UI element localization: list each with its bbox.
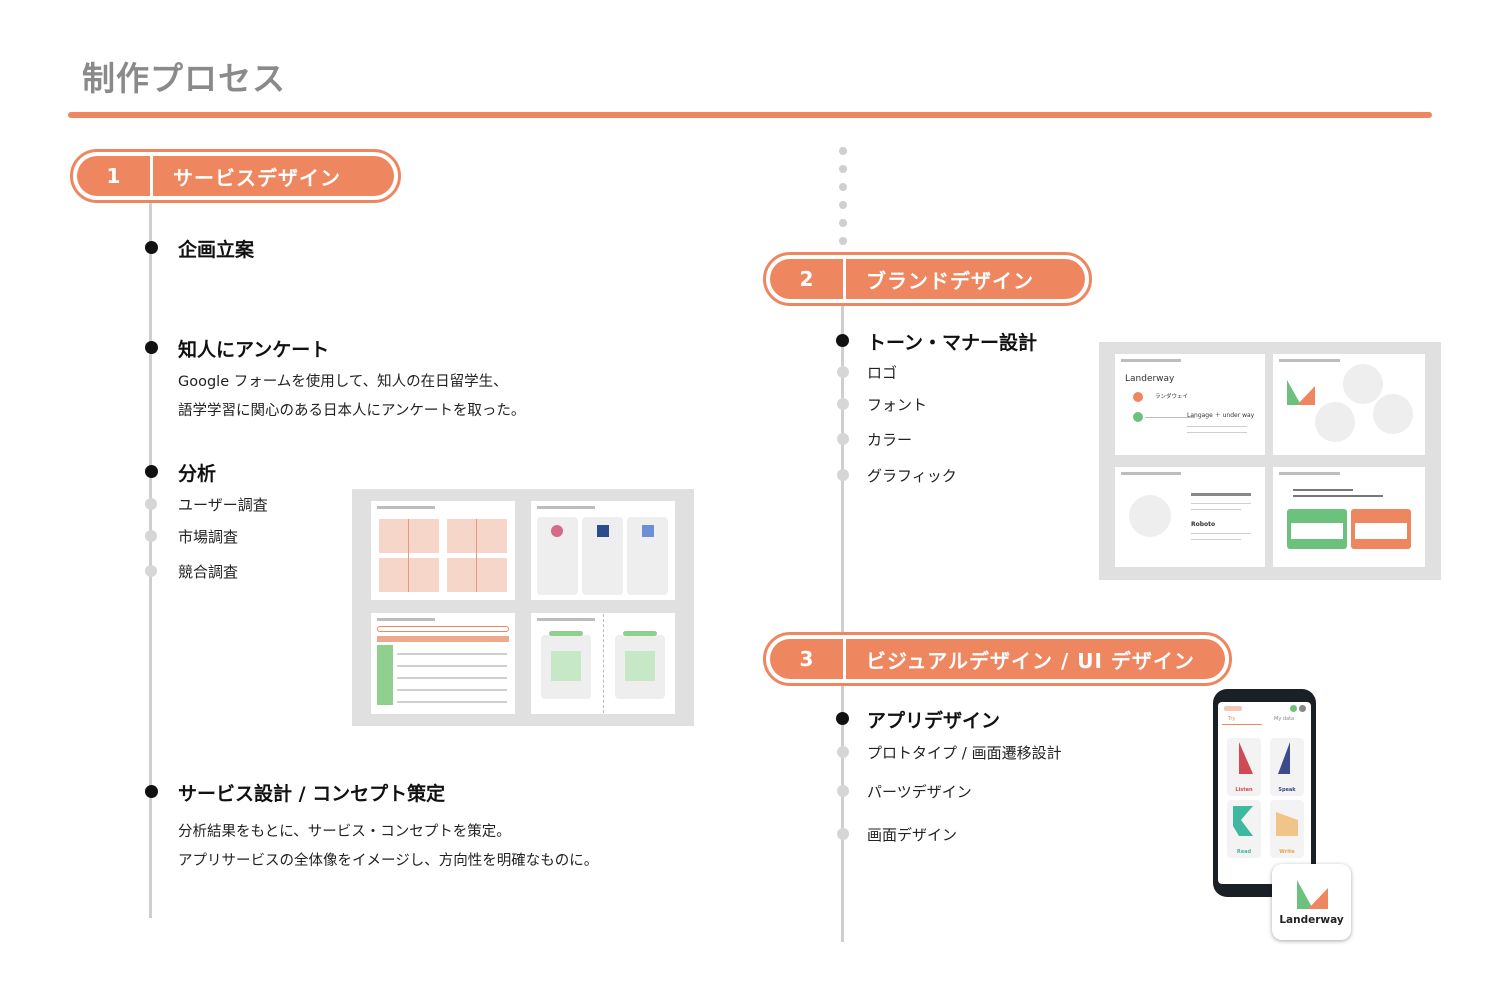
brand-slides-thumbnail: Landerway ランダウェイ Langage ＋ under way Rob… — [1099, 342, 1441, 580]
read-icon — [1233, 806, 1253, 836]
title-divider — [68, 112, 1432, 118]
section-label: ビジュアルデザイン / UI デザイン — [866, 648, 1195, 673]
listen-icon — [1239, 742, 1253, 774]
substep-label: ロゴ — [867, 364, 898, 382]
slide-competitors — [531, 501, 675, 600]
slide-color — [1273, 467, 1425, 567]
reading-text: ランダウェイ — [1155, 394, 1189, 400]
substep-dot — [145, 530, 157, 542]
step-title: トーン・マナー設計 — [867, 332, 1038, 354]
tab-my-data[interactable]: My data — [1274, 716, 1295, 722]
section-3-header: 3 ビジュアルデザイン / UI デザイン — [763, 632, 1232, 686]
substep-dot — [837, 469, 849, 481]
substep-label: ユーザー調査 — [178, 496, 268, 514]
section-2-header: 2 ブランドデザイン — [763, 252, 1092, 306]
card-label: Speak — [1278, 787, 1296, 793]
substep-label: 画面デザイン — [867, 826, 958, 844]
card-read[interactable]: Read — [1227, 800, 1261, 858]
description-line: 語学学習に関心のある日本人にアンケートを取った。 — [178, 403, 526, 419]
step-title: サービス設計 / コンセプト策定 — [178, 783, 446, 805]
step-title: アプリデザイン — [867, 710, 1001, 732]
substep-dot — [145, 565, 157, 577]
font-name-text: Roboto — [1191, 521, 1216, 528]
step-dot — [145, 241, 158, 254]
substep-dot — [145, 498, 157, 510]
description-line: アプリサービスの全体像をイメージし、方向性を明確なものに。 — [178, 853, 599, 869]
section-number: 1 — [77, 156, 153, 196]
step-dot — [836, 334, 849, 347]
connector-dot — [839, 219, 847, 227]
connector-dot — [839, 183, 847, 191]
substep-dot — [837, 366, 849, 378]
timeline-1 — [149, 200, 152, 918]
step-dot — [836, 712, 849, 725]
app-logo-icon — [1297, 880, 1328, 909]
section-number: 2 — [770, 259, 846, 299]
analysis-slides-thumbnail — [352, 489, 694, 726]
slide-target-position — [531, 613, 675, 714]
step-title: 知人にアンケート — [178, 339, 330, 361]
slide-font: Roboto — [1115, 467, 1265, 567]
app-icon: Landerway — [1272, 864, 1351, 940]
slide-user-journey — [371, 613, 515, 714]
card-speak[interactable]: Speak — [1270, 738, 1304, 796]
page-title: 制作プロセス — [82, 59, 286, 98]
logo-name-text: Landerway — [1125, 374, 1175, 384]
step-title: 企画立案 — [178, 239, 255, 261]
step-description: Google フォームを使用して、知人の在日留学生、 語学学習に関心のある日本人… — [178, 368, 525, 426]
card-label: Write — [1279, 849, 1295, 855]
card-label: Listen — [1235, 787, 1253, 793]
tab-try[interactable]: Try — [1228, 716, 1236, 722]
substep-dot — [837, 785, 849, 797]
substep-label: 競合調査 — [178, 563, 239, 581]
timeline-2 — [841, 300, 844, 942]
card-write[interactable]: Write — [1270, 800, 1304, 858]
phone-mockup: Try My data Listen Speak Read Write — [1213, 689, 1316, 897]
step-dot — [145, 785, 158, 798]
step-dot — [145, 465, 158, 478]
substep-dot — [837, 746, 849, 758]
section-label: ブランドデザイン — [866, 268, 1034, 293]
substep-label: パーツデザイン — [867, 783, 972, 801]
write-icon — [1276, 812, 1298, 836]
connector-dot — [839, 147, 847, 155]
substep-dot — [837, 828, 849, 840]
section-label: サービスデザイン — [173, 165, 341, 190]
app-screen: Try My data Listen Speak Read Write — [1218, 702, 1311, 884]
connector-dot — [839, 201, 847, 209]
formula-text: Langage ＋ under way — [1187, 412, 1255, 419]
section-1-header: 1 サービスデザイン — [70, 149, 401, 203]
description-line: Google フォームを使用して、知人の在日留学生、 — [178, 374, 508, 390]
substep-label: フォント — [867, 396, 928, 414]
connector-dot — [839, 237, 847, 245]
connector-dot — [839, 165, 847, 173]
substep-label: カラー — [867, 431, 913, 449]
slide-logo: Landerway ランダウェイ Langage ＋ under way — [1115, 354, 1265, 455]
description-line: 分析結果をもとに、サービス・コンセプトを策定。 — [178, 824, 511, 840]
section-number: 3 — [770, 639, 846, 679]
step-dot — [145, 341, 158, 354]
app-name: Landerway — [1279, 914, 1344, 926]
speak-icon — [1278, 742, 1290, 774]
slide-logo-concept — [1273, 354, 1425, 455]
logo-mark-icon — [1287, 380, 1315, 405]
slide-positioning — [371, 501, 515, 600]
substep-label: グラフィック — [867, 467, 957, 485]
step-description: 分析結果をもとに、サービス・コンセプトを策定。 アプリサービスの全体像をイメージ… — [178, 818, 598, 876]
substep-dot — [837, 398, 849, 410]
substep-label: 市場調査 — [178, 528, 239, 546]
card-label: Read — [1236, 849, 1252, 855]
substep-label: プロトタイプ / 画面遷移設計 — [867, 744, 1062, 762]
card-listen[interactable]: Listen — [1227, 738, 1261, 796]
step-title: 分析 — [178, 463, 217, 485]
substep-dot — [837, 433, 849, 445]
